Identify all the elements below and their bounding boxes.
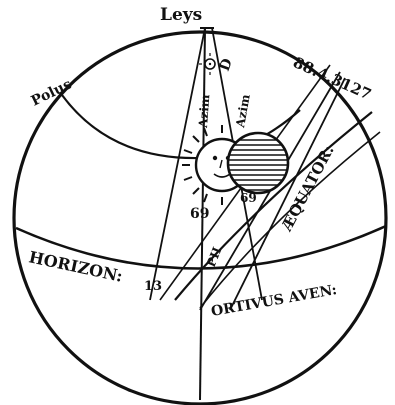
azimuth-label-right: Azim: [233, 93, 253, 130]
glyph-69-right: 69: [240, 191, 257, 205]
zenith-label: Leys: [160, 5, 202, 25]
horizon-label: HORIZON:: [27, 247, 124, 285]
degrees-label: 88.4.3127: [290, 53, 374, 103]
glyph-69-left: 69: [190, 206, 209, 222]
azimuth-label-left: Azim: [196, 94, 212, 130]
number-13-label: 13: [144, 279, 162, 294]
moon-icon: [226, 133, 292, 193]
